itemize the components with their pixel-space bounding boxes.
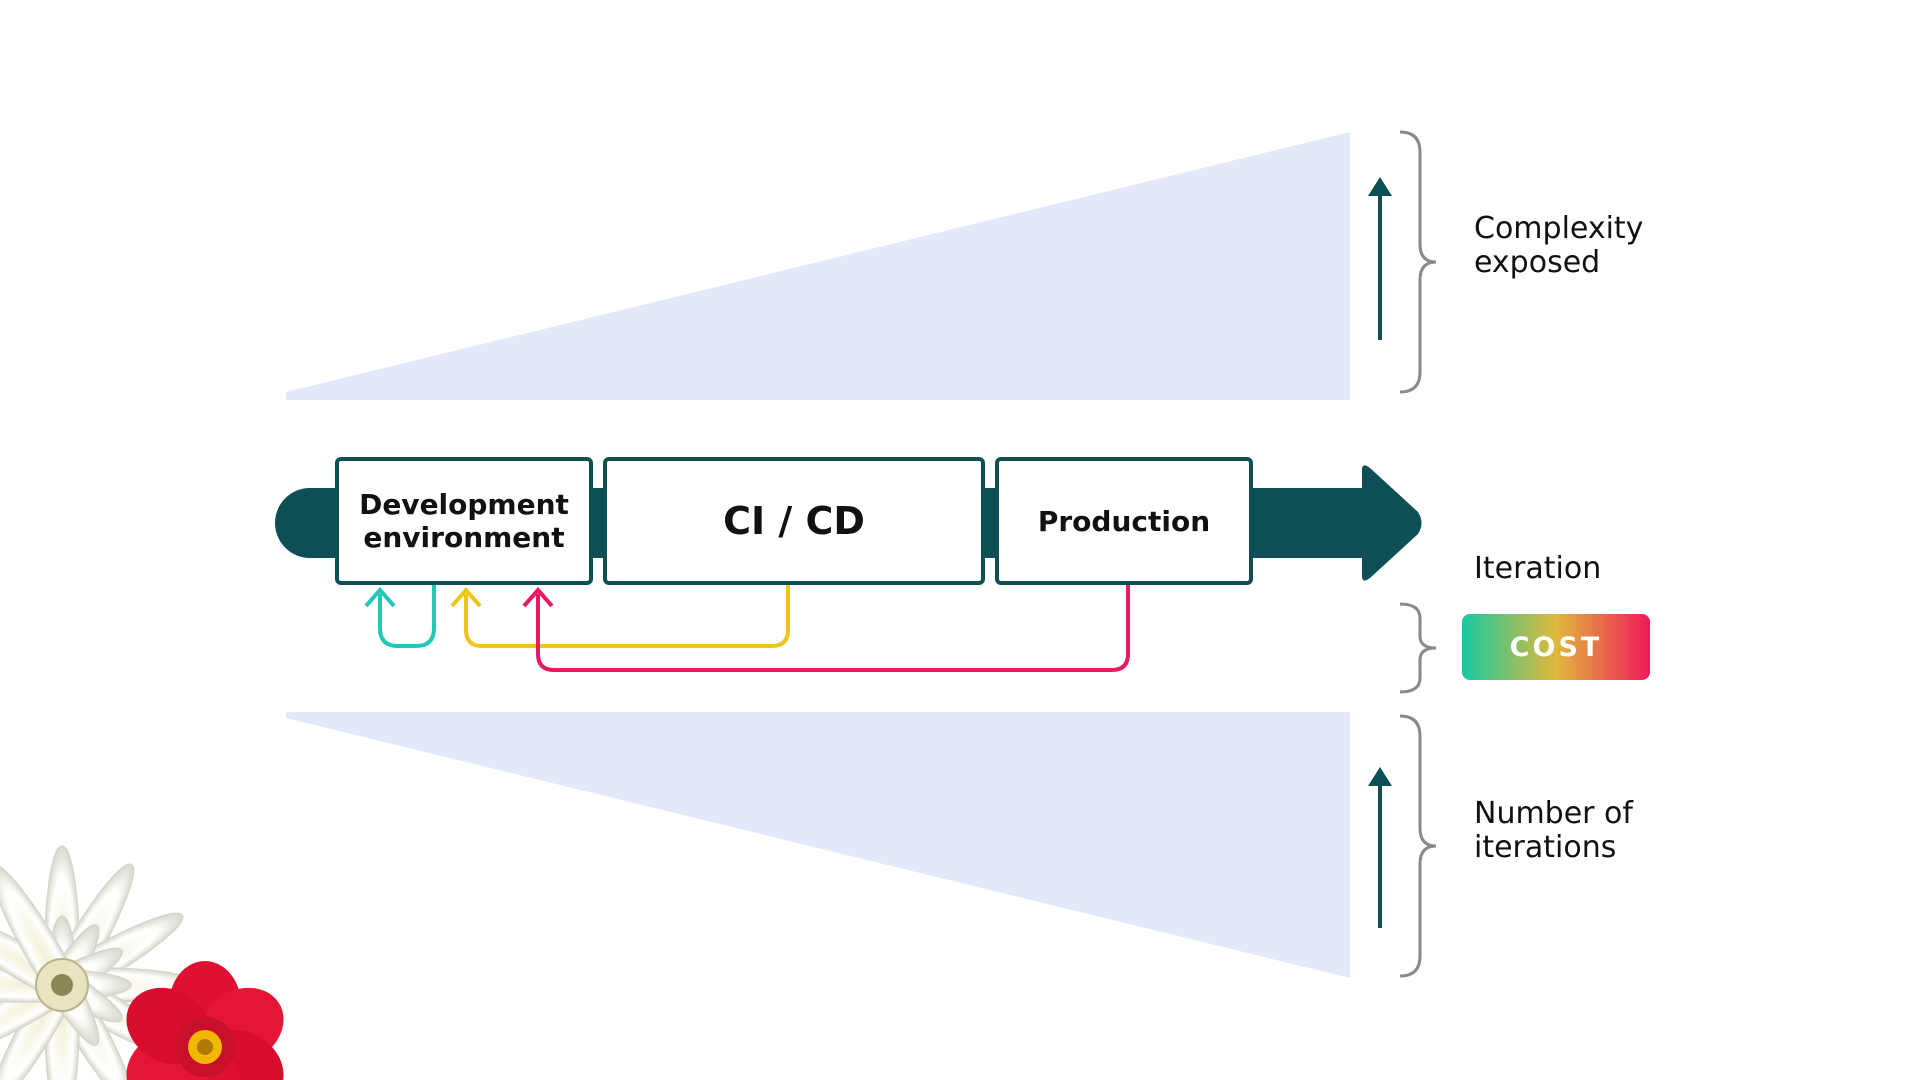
complexity-wedge <box>286 132 1350 400</box>
dev-loop-arrowhead-icon <box>364 586 396 608</box>
stage-cicd-label: CI / CD <box>723 499 865 543</box>
dev-feedback-loop <box>378 584 436 648</box>
complexity-label: Complexity exposed <box>1474 211 1644 280</box>
iteration-label: Iteration <box>1474 551 1602 586</box>
iterations-wedge <box>286 712 1350 978</box>
stage-development-environment: Development environment <box>335 457 593 585</box>
stage-production-label: Production <box>1037 504 1211 538</box>
iterations-up-arrow-icon <box>1368 767 1392 928</box>
cicd-loop-arrowhead-icon <box>450 586 482 608</box>
iterations-brace-icon <box>1399 714 1437 978</box>
red-flower-icon <box>126 961 284 1080</box>
cost-badge: COST <box>1462 614 1650 680</box>
iterations-label: Number of iterations <box>1474 796 1633 865</box>
cost-label: COST <box>1509 631 1603 663</box>
complexity-brace-icon <box>1399 130 1437 394</box>
prod-loop-arrowhead-icon <box>522 586 554 608</box>
prod-feedback-loop <box>536 584 1130 672</box>
stage-ci-cd: CI / CD <box>603 457 985 585</box>
stage-production: Production <box>995 457 1253 585</box>
stage-development-label: Development environment <box>359 488 569 554</box>
complexity-up-arrow-icon <box>1368 177 1392 340</box>
cost-brace-icon <box>1399 602 1437 694</box>
cicd-feedback-loop <box>464 584 790 648</box>
